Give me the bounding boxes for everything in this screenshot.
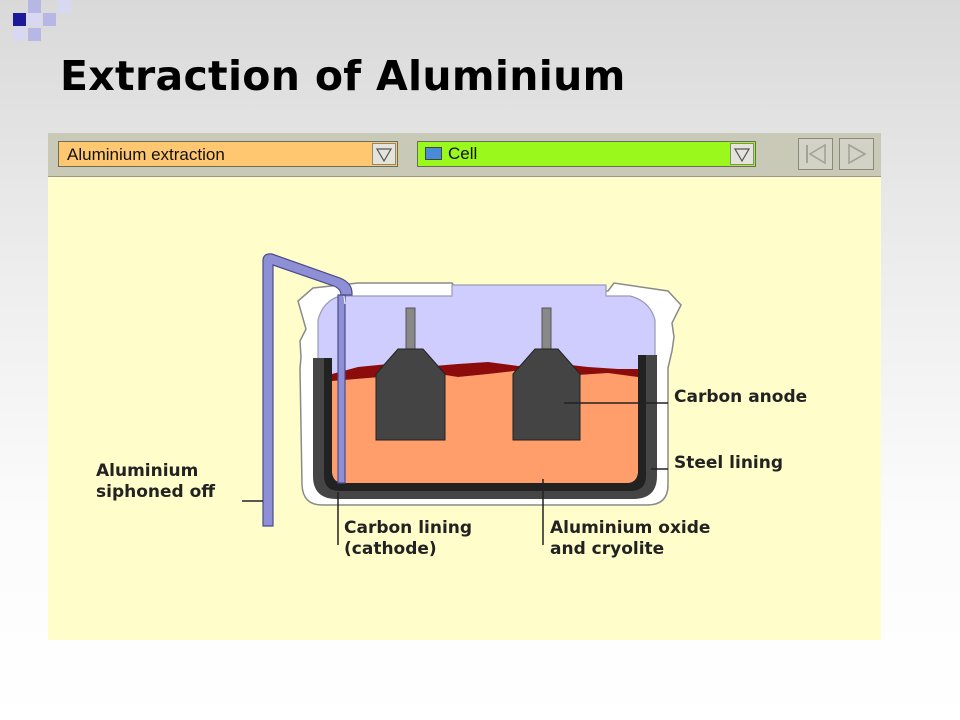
image-icon — [425, 147, 442, 160]
siphon-pipe-lower — [337, 294, 346, 484]
slide-title: Extraction of Aluminium — [60, 52, 626, 100]
label-line: and cryolite — [550, 539, 665, 559]
animation-panel: Aluminium extraction Cell — [48, 133, 881, 640]
next-button[interactable] — [839, 138, 874, 170]
label-line: siphoned off — [96, 482, 216, 502]
corner-square — [13, 13, 26, 26]
view-select[interactable]: Cell — [417, 141, 756, 167]
view-select-value: Cell — [448, 144, 478, 163]
anode-rod — [405, 307, 416, 351]
topic-select[interactable]: Aluminium extraction — [58, 141, 398, 167]
label-line: Aluminium — [96, 461, 199, 481]
chevron-down-icon[interactable] — [372, 143, 396, 165]
label-steel-lining: Steel lining — [674, 453, 783, 474]
anode-rod — [541, 307, 552, 351]
corner-square — [28, 28, 41, 41]
siphon-pipe — [262, 253, 353, 527]
carbon-anode-left — [375, 348, 446, 441]
corner-square — [28, 13, 41, 26]
previous-button[interactable] — [798, 138, 833, 170]
label-steel-lining-text: Steel lining — [674, 453, 784, 473]
carbon-anode-right — [512, 348, 581, 441]
label-carbon-anode: Carbon anode — [674, 387, 807, 408]
slide-corner-decoration — [0, 0, 80, 60]
label-aluminium-oxide: Aluminium oxide and cryolite — [550, 518, 710, 560]
label-line: (cathode) — [344, 539, 437, 559]
chevron-down-icon[interactable] — [730, 143, 754, 165]
play-next-icon — [848, 143, 867, 165]
topic-select-value: Aluminium extraction — [67, 145, 225, 164]
label-line: Aluminium oxide — [550, 518, 711, 538]
electrolytic-cell-diagram — [242, 253, 682, 545]
corner-square — [28, 0, 41, 13]
corner-square — [43, 13, 56, 26]
label-carbon-anode-text: Carbon anode — [674, 387, 808, 407]
corner-square — [58, 0, 71, 13]
corner-square — [13, 28, 26, 41]
label-aluminium-siphoned: Aluminium siphoned off — [96, 461, 215, 503]
toolbar: Aluminium extraction Cell — [48, 133, 881, 177]
skip-back-icon — [806, 143, 826, 165]
label-line: Carbon lining — [344, 518, 473, 538]
label-carbon-lining: Carbon lining (cathode) — [344, 518, 472, 560]
siphon-lid-crossing — [343, 295, 346, 305]
